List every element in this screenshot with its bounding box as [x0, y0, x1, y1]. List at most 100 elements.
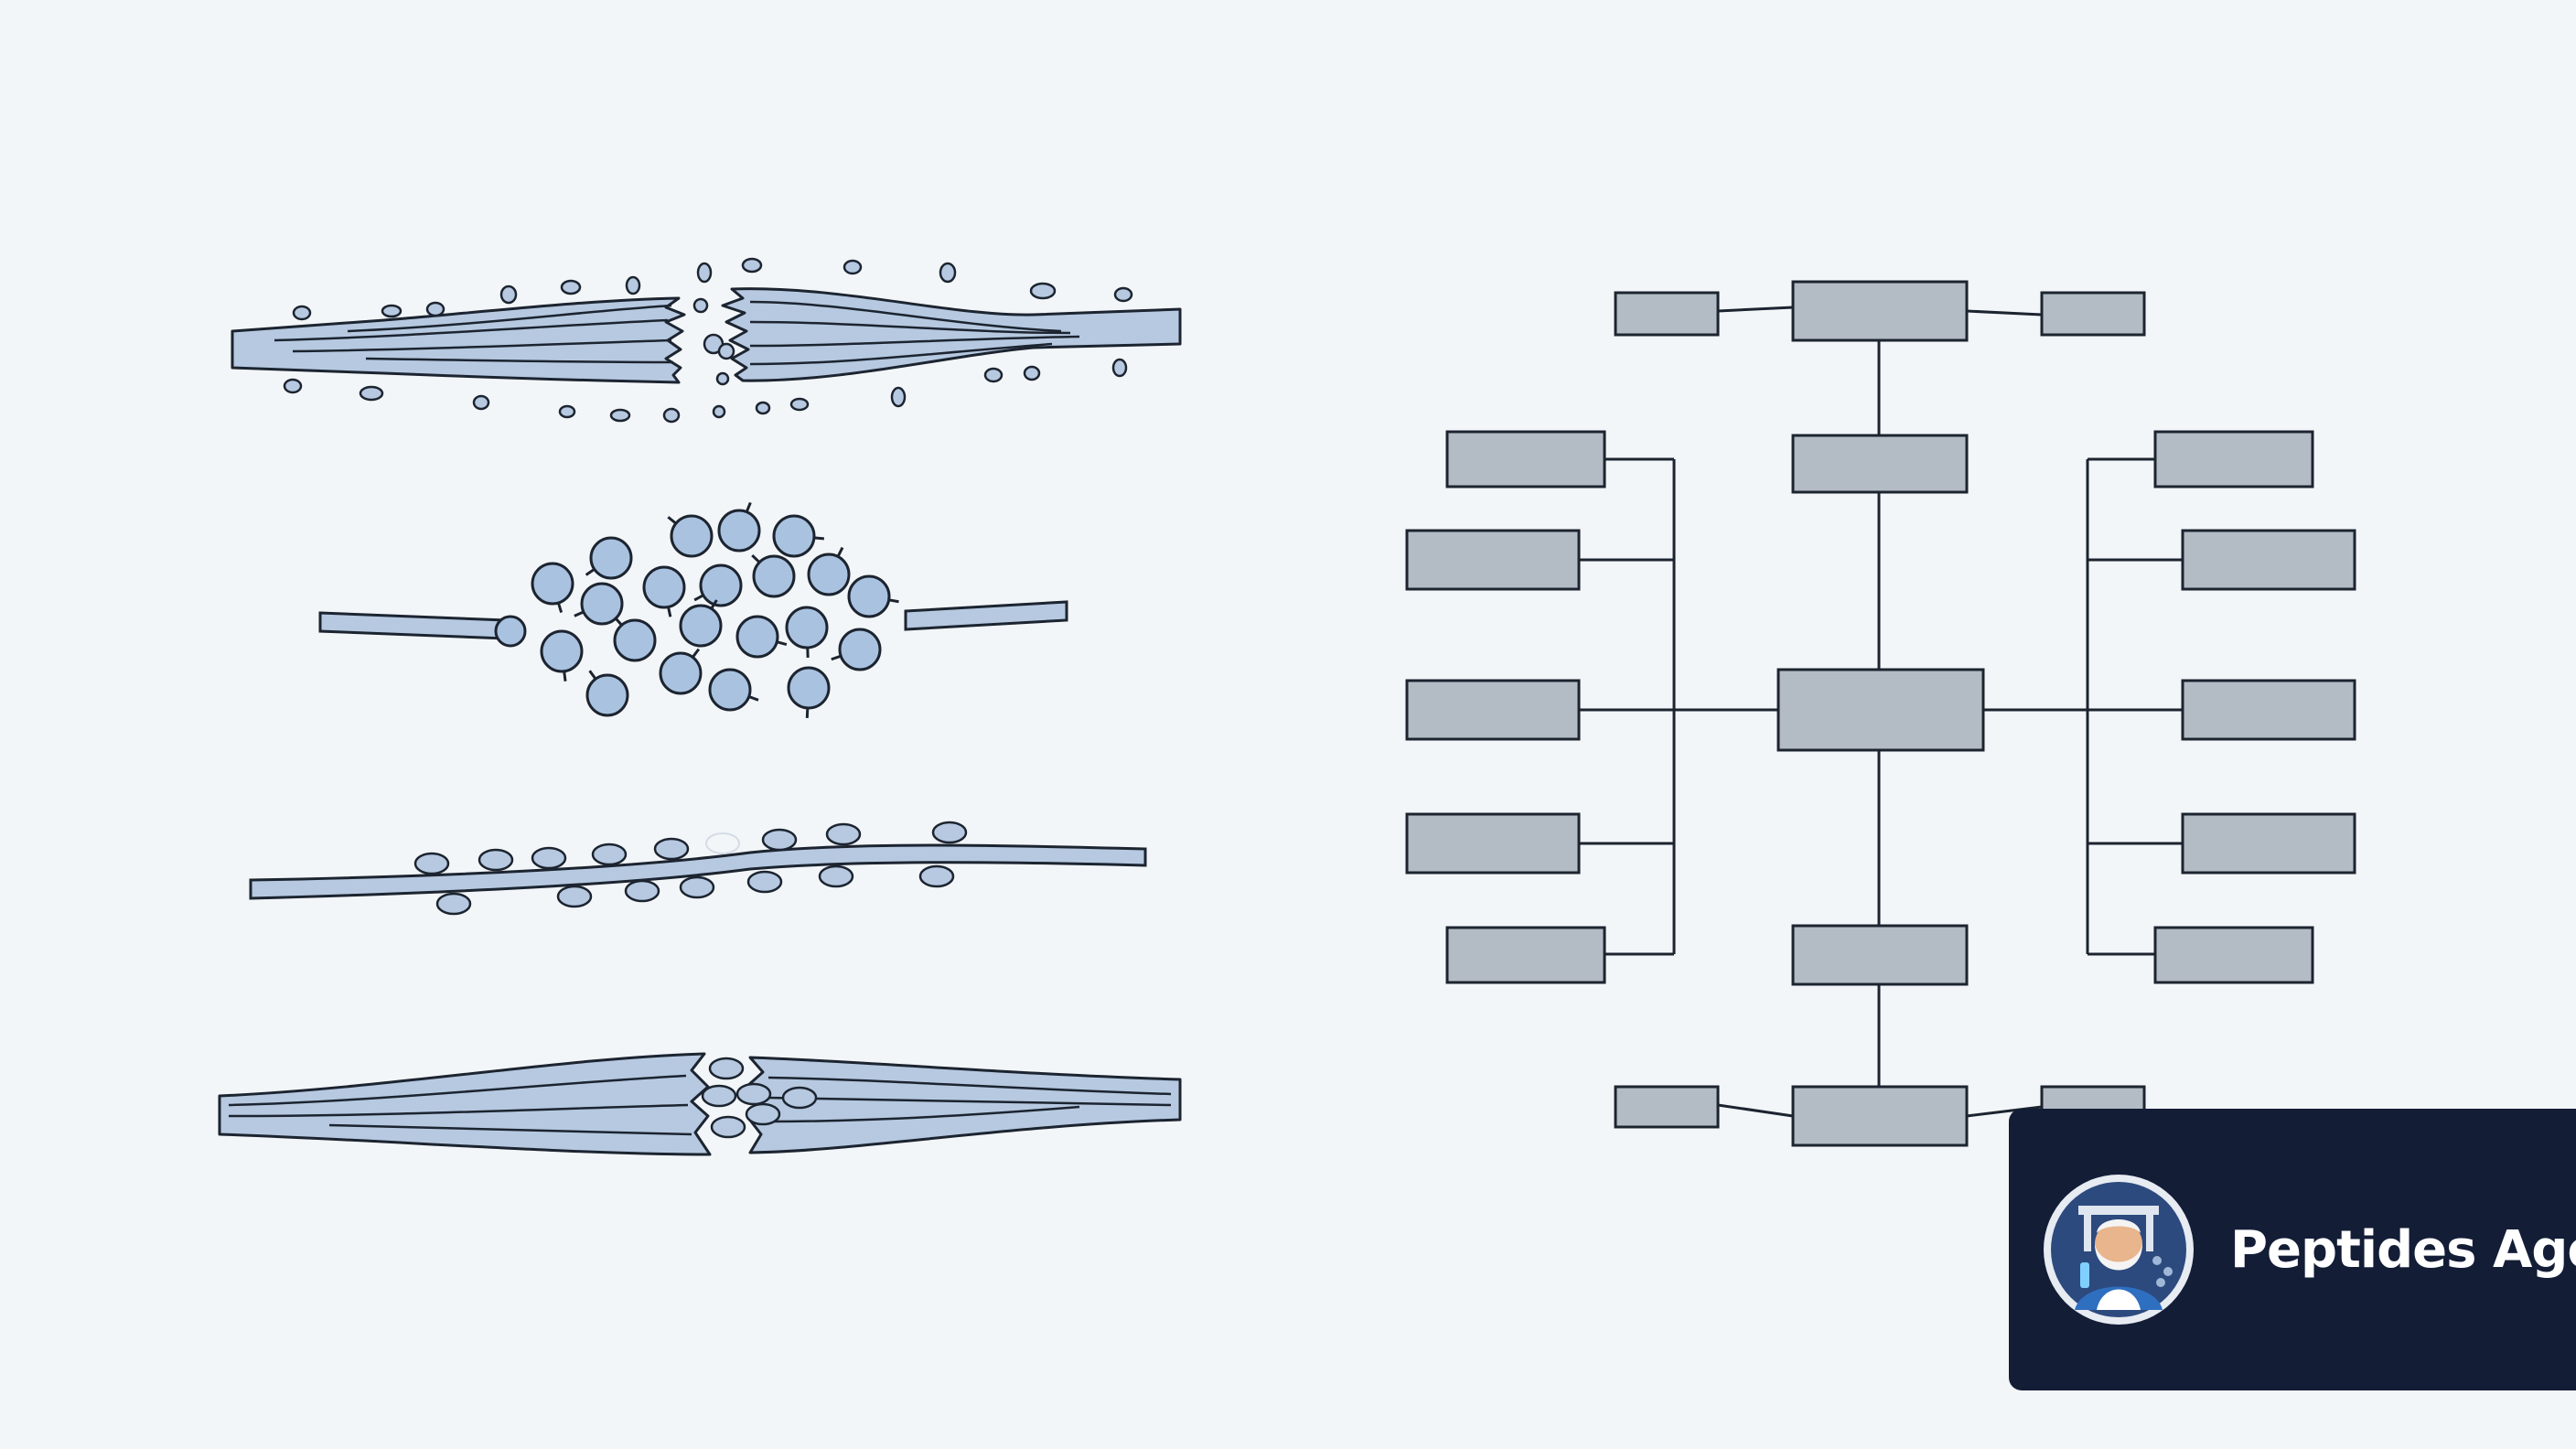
debris-particle: [755, 401, 771, 415]
round-cell: [807, 546, 851, 596]
debris-particle: [560, 279, 582, 295]
flowchart-box: [1614, 1085, 1720, 1129]
debris-particle: [843, 259, 863, 275]
round-cell: [531, 562, 574, 613]
thin-fiber: [249, 843, 1147, 900]
faded-cell: [705, 832, 740, 854]
round-cell: [667, 514, 714, 558]
debris-particle: [472, 394, 490, 411]
bridging-cell: [708, 1057, 745, 1080]
debris-particle: [789, 397, 810, 412]
flowchart-box: [1791, 434, 1969, 494]
round-cell: [847, 574, 899, 618]
round-cell: [574, 582, 624, 626]
flowchart-box: [1445, 430, 1606, 488]
flowchart-box: [2181, 529, 2356, 591]
rejoin-left-half: [218, 1052, 712, 1156]
debris-particle: [692, 297, 709, 314]
round-cell: [679, 599, 723, 648]
attached-cell: [478, 848, 514, 872]
round-cell: [693, 564, 743, 607]
flowchart-box: [1445, 926, 1606, 984]
bridging-cell: [781, 1086, 818, 1110]
attached-cell: [531, 846, 567, 870]
flowchart-box: [1405, 679, 1581, 741]
bridging-cell: [710, 1115, 746, 1139]
debris-particle: [1113, 286, 1133, 303]
rejoin-striations: [228, 1074, 1172, 1136]
round-cell: [785, 606, 829, 659]
attached-cell: [653, 837, 690, 861]
debris-particles: [283, 257, 1133, 424]
round-cell: [735, 615, 788, 659]
flowchart-box: [1405, 529, 1581, 591]
flowchart-box: [1776, 668, 1985, 752]
attached-cell: [624, 879, 660, 903]
debris-particle: [715, 371, 730, 386]
attached-cell: [746, 870, 783, 894]
debris-particle: [662, 407, 681, 424]
debris-particle: [1111, 358, 1128, 378]
cell-cluster: [494, 501, 899, 719]
bridging-cell: [745, 1102, 781, 1126]
flowchart-box: [1405, 812, 1581, 875]
flowchart-box: [2153, 430, 2314, 488]
tissue-illustrations: [218, 257, 1182, 1156]
flowchart-boxes: [1405, 280, 2356, 1147]
debris-particle: [939, 262, 957, 284]
debris-particle: [983, 367, 1004, 383]
round-cell: [613, 617, 657, 662]
debris-particle: [359, 385, 384, 402]
debris-particle: [283, 378, 303, 394]
debris-particle: [609, 408, 631, 423]
debris-particle: [558, 404, 576, 419]
flowchart-box: [1791, 924, 1969, 986]
debris-particle: [292, 305, 312, 321]
illustration-attached-cells: [249, 821, 1147, 916]
attached-cell: [556, 885, 593, 908]
debris-particle: [696, 262, 713, 284]
attached-cell: [825, 822, 862, 846]
debris-particle: [712, 404, 726, 419]
attached-cell: [931, 821, 968, 844]
round-cell: [494, 615, 527, 648]
flowchart-box: [1791, 1085, 1969, 1147]
fiber-striations: [274, 300, 1080, 366]
round-cell: [585, 536, 633, 580]
bridging-cell: [735, 1082, 772, 1106]
debris-particle: [717, 342, 735, 360]
brand-badge: Peptides Agora: [2009, 1109, 2576, 1390]
flowchart-box: [1614, 291, 1720, 337]
round-cell: [831, 628, 882, 671]
torn-fiber-right-half: [721, 287, 1182, 382]
round-cell: [787, 666, 831, 719]
debris-particle: [1029, 282, 1057, 300]
flowchart-box: [2181, 812, 2356, 875]
illustration-cell-cluster: [318, 501, 1068, 719]
round-cell: [659, 648, 703, 695]
round-cell: [751, 553, 796, 598]
greek-philosopher-avatar-icon: [2044, 1175, 2194, 1325]
attached-cell: [435, 892, 472, 916]
flowchart-box: [2153, 926, 2314, 984]
illustration-torn-fiber: [231, 257, 1182, 424]
debris-particle: [625, 275, 641, 295]
bridging-cells: [701, 1057, 818, 1139]
round-cell: [540, 629, 584, 682]
round-cell: [772, 514, 825, 558]
attached-cell: [918, 864, 955, 888]
round-cell: [642, 565, 686, 617]
flowchart-box: [2181, 679, 2356, 741]
cluster-right-fiber-stub: [904, 600, 1068, 631]
attached-cell: [761, 828, 798, 852]
bridging-cell: [701, 1084, 737, 1108]
flowchart-box: [2040, 291, 2146, 337]
illustration-rejoining-fiber: [218, 1052, 1182, 1156]
attached-cells: [413, 821, 968, 916]
flowchart-box: [1791, 280, 1969, 342]
debris-particle: [381, 304, 402, 318]
round-cell: [585, 670, 629, 717]
round-cell: [708, 668, 759, 712]
